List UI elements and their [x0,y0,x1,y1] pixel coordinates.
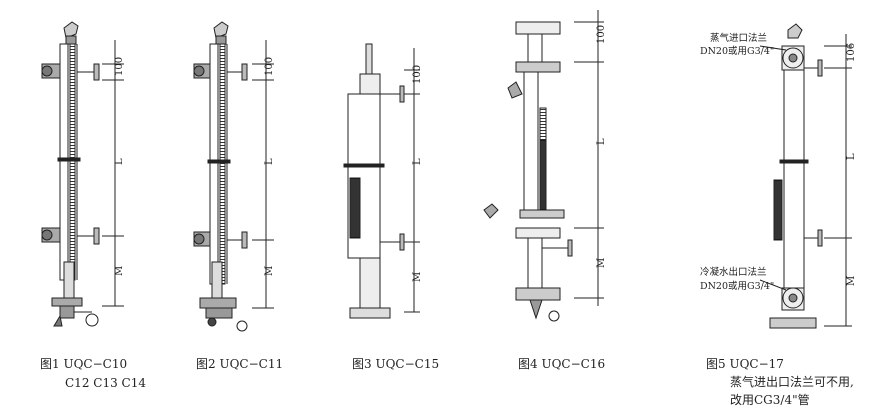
fig2-dim-L: L [264,158,275,165]
fig4-dim-M: M [596,258,607,268]
figure-4-gauge [483,21,573,322]
fig2-dim-100: 100 [264,57,275,76]
figure-1-gauge [41,21,100,327]
figure-1-caption-models: C12 C13 C14 [65,376,146,390]
fig1-dim-100: 100 [114,57,125,76]
fig4-dim-100: 100 [596,25,607,44]
figure-3-dimensions [404,48,420,313]
fig3-dim-L: L [412,158,423,165]
figure-4-dimensions [574,10,604,306]
fig1-dim-M: M [114,266,125,276]
figure-2-gauge [193,21,248,332]
condensate-outlet-spec: DN20或用G3/4" [700,281,775,292]
figure-5-note-line1: 蒸气进出口法兰可不用, [730,375,854,389]
fig4-dim-L: L [596,138,607,145]
figure-4-caption: 图4 UQC−C16 [518,357,606,371]
figure-5-caption: 图5 UQC−17 [706,357,784,371]
fig3-dim-100: 100 [412,65,423,84]
fig3-dim-M: M [412,272,423,282]
fig2-dim-M: M [264,266,275,276]
steam-inlet-title: 蒸气进口法兰 [710,33,768,44]
figure-5-note-line2: 改用CG3/4"管 [730,393,810,407]
figure-5-gauge [759,23,823,329]
figure-3-caption: 图3 UQC−C15 [352,357,440,371]
figure-2-caption: 图2 UQC−C11 [196,357,284,371]
figure-3-gauge [343,43,405,319]
figure-1-dimensions [102,40,124,307]
fig5-dim-L: L [846,153,857,160]
condensate-outlet-title: 冷凝水出口法兰 [700,267,767,278]
fig5-dim-M: M [846,276,857,286]
figure-2-dimensions [252,40,274,309]
steam-inlet-spec: DN20或用G3/4" [700,46,775,57]
fig1-dim-L: L [114,158,125,165]
fig5-dim-106: 106 [846,43,857,62]
figure-1-caption: 图1 UQC−C10 [40,357,128,371]
figure-5-dimensions [824,34,852,327]
